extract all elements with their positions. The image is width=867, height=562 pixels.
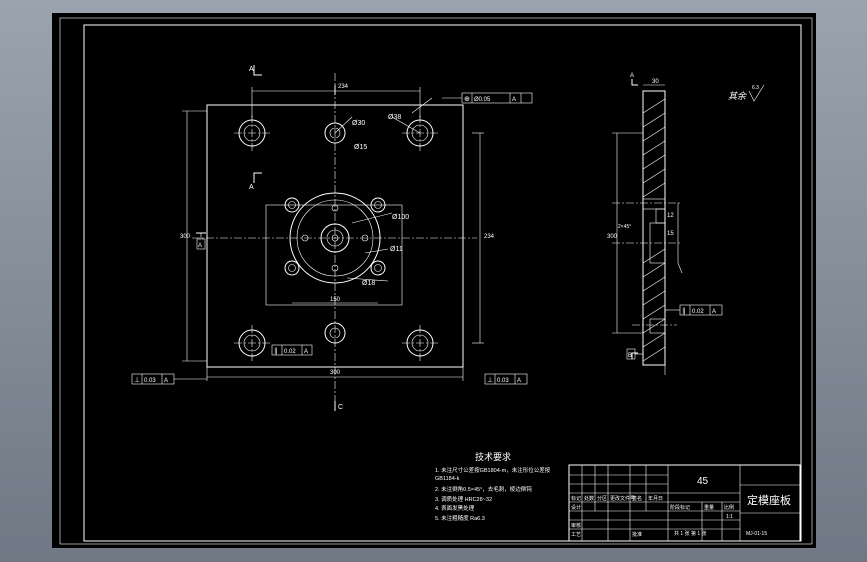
svg-text:∥: ∥: [682, 307, 686, 315]
outer-frame: [59, 17, 813, 545]
svg-text:设计: 设计: [571, 504, 581, 511]
dim-height: 300: [180, 234, 191, 240]
tolerance-frame-top: ⊕ Ø0.05 A: [442, 92, 533, 104]
dim-dia-18: Ø18: [362, 280, 375, 287]
tolerance-frame-right: ⊥ 0.03 A: [484, 373, 528, 385]
tolerance-frame-side: ∥ 0.02 A: [665, 304, 723, 316]
svg-text:更改文件号: 更改文件号: [610, 495, 635, 502]
svg-text:2. 未注倒角0.5×45°，去毛刺，棱边倒钝: 2. 未注倒角0.5×45°，去毛刺，棱边倒钝: [435, 485, 532, 493]
svg-text:阶段标记: 阶段标记: [670, 504, 690, 511]
svg-text:A: A: [198, 243, 202, 249]
side-view: 30 300 12 15 2×45° A: [607, 73, 683, 375]
drawing-number: MJ-01-15: [746, 531, 767, 537]
svg-text:0.02: 0.02: [692, 309, 704, 315]
dim-chamfer: 2×45°: [618, 224, 631, 230]
inner-frame: [83, 24, 802, 542]
dim-dia-15: Ø15: [354, 144, 367, 151]
svg-text:0.03: 0.03: [144, 378, 156, 384]
svg-text:⊕: ⊕: [464, 96, 470, 103]
section-mark-top: A: [249, 66, 254, 73]
svg-text:标记: 标记: [571, 495, 581, 502]
material: 45: [697, 476, 709, 487]
svg-text:GB1184-k: GB1184-k: [435, 476, 460, 482]
svg-text:∥: ∥: [274, 347, 278, 355]
svg-text:0.02: 0.02: [284, 349, 296, 355]
svg-text:⊥: ⊥: [487, 377, 493, 384]
svg-text:B: B: [628, 353, 632, 359]
svg-text:1. 未注尺寸公差按GB1804-m，未注形位公差按: 1. 未注尺寸公差按GB1804-m，未注形位公差按: [435, 466, 551, 474]
dim-dia-100: Ø100: [392, 214, 409, 221]
svg-text:4. 表面发黑处理: 4. 表面发黑处理: [435, 504, 475, 512]
svg-text:Ø0.05: Ø0.05: [474, 97, 491, 103]
dim-thickness: 30: [652, 79, 659, 85]
roughness-note: 其余 6.3: [728, 84, 765, 102]
svg-text:A: A: [517, 378, 521, 384]
svg-text:6.3: 6.3: [752, 85, 759, 91]
dim-vertical-spacing: 234: [484, 234, 495, 240]
tech-req-title: 技术要求: [475, 451, 511, 462]
side-section-mark: A: [630, 73, 634, 79]
dim-inner: 150: [330, 297, 341, 303]
svg-text:批准: 批准: [632, 531, 642, 538]
svg-text:A: A: [164, 378, 168, 384]
svg-text:A: A: [712, 309, 716, 315]
svg-text:⊥: ⊥: [134, 377, 140, 384]
part-name: 定模座板: [747, 493, 791, 507]
dim-side-height: 300: [607, 234, 618, 240]
drawing-sheet: 234 300 300 234 150 Ø30 Ø15 Ø38 Ø100 Ø11…: [52, 13, 816, 548]
svg-text:3. 调质处理 HRC28~32: 3. 调质处理 HRC28~32: [435, 495, 492, 503]
svg-text:其余: 其余: [728, 91, 747, 101]
dim-step-1: 12: [667, 213, 674, 219]
scale-value: 1:1: [726, 514, 733, 520]
svg-text:0.03: 0.03: [497, 378, 509, 384]
tolerance-frame-middle: ∥ 0.02 A: [271, 344, 313, 356]
tolerance-frame-left: ⊥ 0.03 A: [131, 373, 207, 385]
svg-text:5. 未注粗糙度 Ra6.3: 5. 未注粗糙度 Ra6.3: [435, 514, 485, 522]
svg-text:工艺: 工艺: [571, 532, 581, 538]
svg-text:分区: 分区: [597, 495, 607, 502]
section-mark-bottom: A: [249, 184, 254, 191]
svg-text:审核: 审核: [571, 522, 581, 529]
dim-dia-11: Ø11: [390, 246, 403, 253]
front-view: 234 300 300 234 150 Ø30 Ø15 Ø38 Ø100 Ø11…: [180, 65, 495, 411]
svg-text:签名: 签名: [632, 495, 642, 502]
side-plate-outline: [642, 90, 666, 366]
datum-b-side: B: [626, 348, 643, 360]
dim-hole-spacing: 234: [338, 84, 349, 90]
dim-dia-38: Ø38: [388, 114, 401, 121]
datum-a-front: A: [196, 232, 206, 250]
cad-drawing: 234 300 300 234 150 Ø30 Ø15 Ø38 Ø100 Ø11…: [59, 17, 813, 545]
locating-ring-seat: [289, 192, 381, 284]
datum-c: C: [338, 404, 343, 411]
dim-dia-30: Ø30: [352, 120, 365, 127]
svg-text:A: A: [304, 349, 308, 355]
svg-text:重量: 重量: [704, 504, 714, 511]
svg-text:年月日: 年月日: [648, 495, 663, 502]
title-block: 标记 处数 分区 更改文件号 签名 年月日 设计 审核 工艺 批准 阶段标记 重…: [568, 464, 801, 542]
dim-step-2: 15: [667, 231, 674, 237]
technical-requirements: 技术要求 1. 未注尺寸公差按GB1804-m，未注形位公差按 GB1184-k…: [435, 451, 551, 522]
sheet-info: 共 1 张 第 1 张: [674, 530, 707, 537]
sprue-hole: [320, 223, 350, 253]
svg-text:比例: 比例: [724, 504, 734, 511]
svg-text:处数: 处数: [584, 495, 594, 502]
dim-width: 300: [330, 370, 341, 376]
svg-text:A: A: [512, 97, 516, 103]
